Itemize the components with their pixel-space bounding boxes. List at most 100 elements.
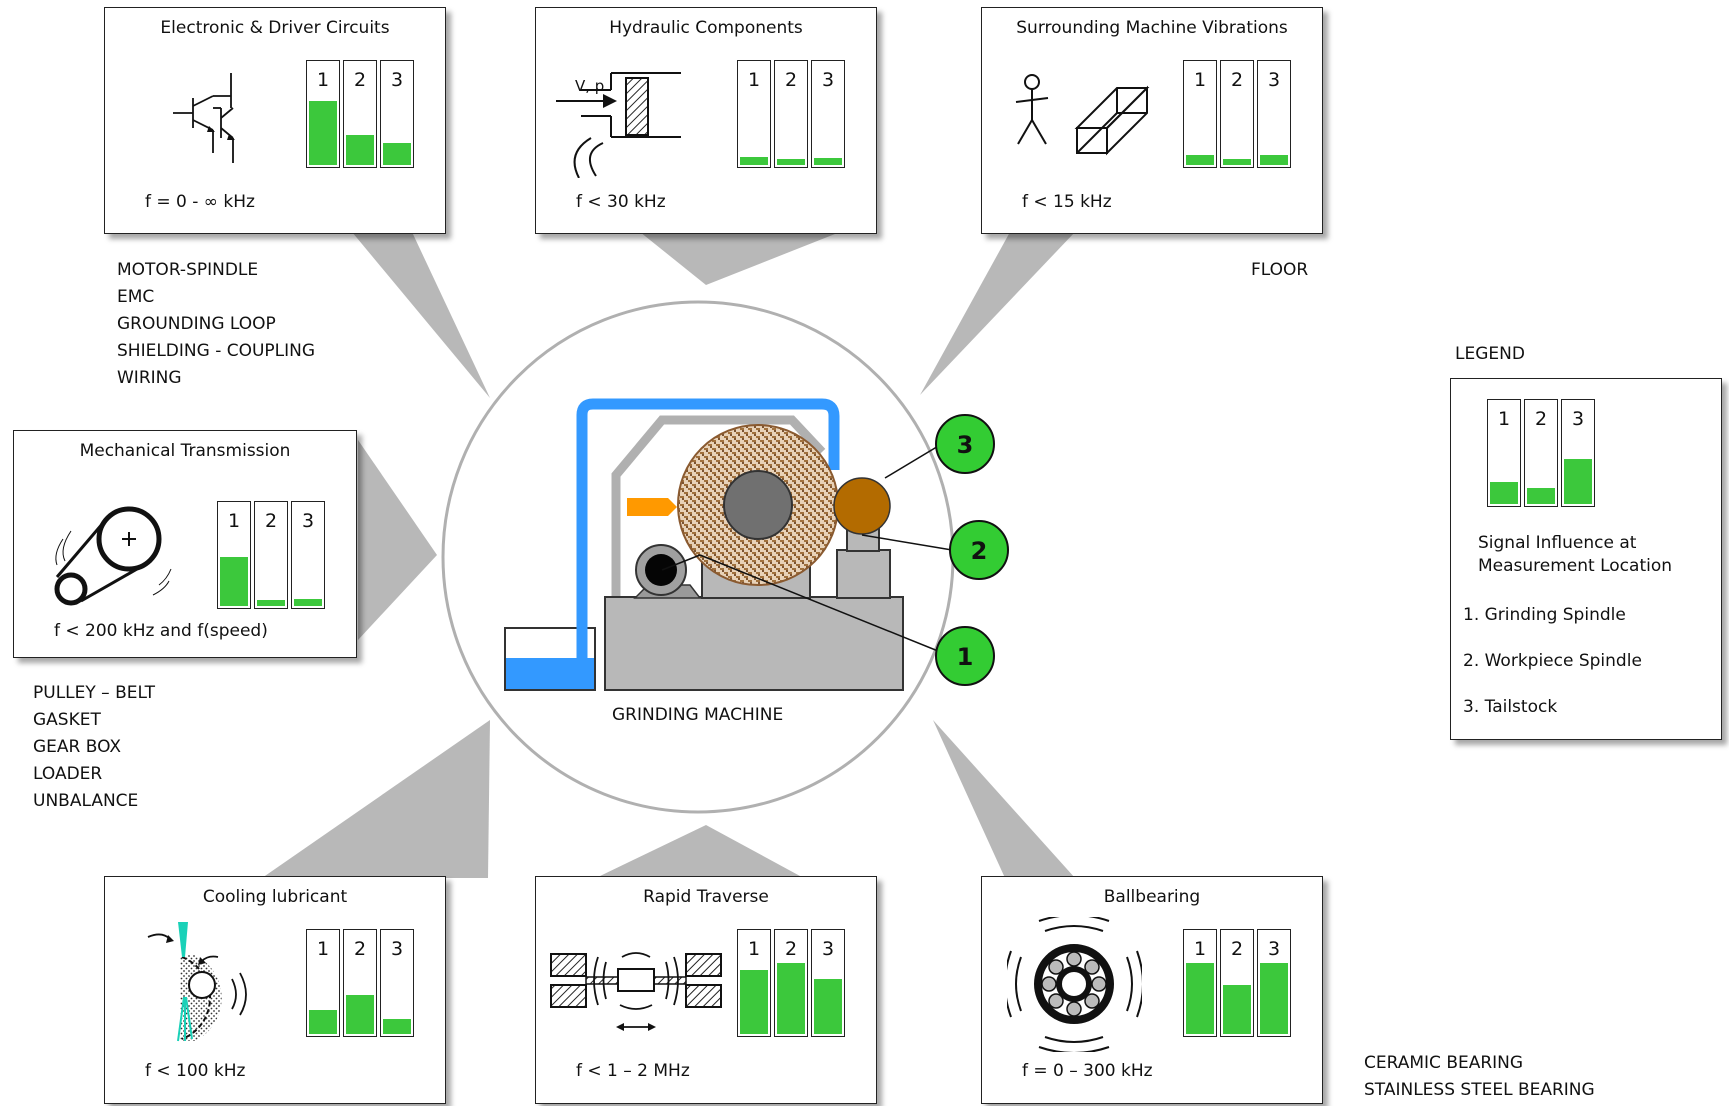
grinding-machine <box>504 398 953 691</box>
electronic-causes-list: MOTOR-SPINDLE EMC GROUNDING LOOP SHIELDI… <box>117 257 315 392</box>
coolant-tank <box>504 627 596 691</box>
wheel-hub <box>723 470 793 540</box>
list-item: STAINLESS STEEL BEARING <box>1364 1080 1595 1100</box>
list-item: SHIELDING - COUPLING <box>117 341 316 361</box>
signal-bars: 1 2 3 <box>1183 60 1291 168</box>
wedge-vibrations <box>920 232 1075 395</box>
bar-fill <box>346 135 374 165</box>
legend-bars: 1 2 3 <box>1487 399 1595 507</box>
coolant-nozzle <box>627 498 677 516</box>
bar-fill <box>814 978 842 1034</box>
svg-text:2: 2 <box>971 537 988 565</box>
box-rapid-traverse: Rapid Traverse 1 2 3 f < 1 – 2 MHz <box>535 876 877 1104</box>
bar-workpiece-spindle: 2 <box>343 60 377 168</box>
wedge-ballbearing <box>933 720 1075 878</box>
measurement-marker-2: 2 <box>949 520 1009 580</box>
box-mechanical-transmission: Mechanical Transmission 1 2 3 f < 200 kH… <box>13 430 357 658</box>
tailstock-body <box>836 549 891 599</box>
signal-bars: 1 2 3 <box>737 929 845 1037</box>
mechanical-causes-list: PULLEY – BELT GASKET GEAR BOX LOADER UNB… <box>33 680 155 815</box>
box-hydraulic-components: Hydraulic Components V, p 1 2 3 f < 30 k… <box>535 7 877 234</box>
legend-item-tailstock: 3. Tailstock <box>1463 697 1558 717</box>
bar-fill <box>257 599 285 606</box>
wheel-guard <box>611 415 826 602</box>
box-title: Electronic & Driver Circuits <box>160 18 390 38</box>
measurement-marker-1: 1 <box>935 626 995 686</box>
svg-text:3: 3 <box>957 431 974 459</box>
bar-tailstock: 3 <box>1561 399 1595 507</box>
box-cooling-lubricant: Cooling lubricant 1 2 3 f < 100 kHz <box>104 876 446 1104</box>
bar-workpiece-spindle: 2 <box>774 60 808 168</box>
hydraulic-cylinder-icon: V, p <box>556 72 681 178</box>
box-frequency: f = 0 – 300 kHz <box>1022 1061 1153 1081</box>
box-frequency: f = 0 - ∞ kHz <box>145 192 255 212</box>
list-item: UNBALANCE <box>33 791 139 811</box>
list-item: PULLEY – BELT <box>33 683 155 703</box>
legend-heading: LEGEND <box>1455 344 1525 364</box>
bar-fill <box>1186 962 1214 1034</box>
wedge-cooling <box>262 720 490 878</box>
machine-base <box>604 596 904 691</box>
bar-fill <box>1223 158 1251 165</box>
svg-text:1: 1 <box>957 643 974 671</box>
person-icon <box>1015 74 1049 145</box>
linear-axis-icon <box>550 952 722 1031</box>
bar-workpiece-spindle: 2 <box>774 929 808 1037</box>
list-item: MOTOR-SPINDLE <box>117 260 259 280</box>
box-frequency: f < 15 kHz <box>1022 192 1112 212</box>
tailstock-ball <box>833 477 891 535</box>
bar-fill <box>740 970 768 1034</box>
bar-tailstock: 3 <box>1257 60 1291 168</box>
list-item: GASKET <box>33 710 101 730</box>
bar-fill <box>1223 985 1251 1034</box>
wedge-traverse <box>600 825 800 876</box>
list-item: LOADER <box>33 764 103 784</box>
transistor-icon <box>173 73 235 163</box>
bar-fill <box>220 557 248 606</box>
bar-workpiece-spindle: 2 <box>1220 60 1254 168</box>
vibrations-causes-list: FLOOR <box>1251 257 1308 284</box>
ballbearing-icon <box>1007 917 1142 1052</box>
legend-box: 1 2 3 Signal Influence at Measurement Lo… <box>1450 378 1722 740</box>
box-title: Hydraulic Components <box>609 18 803 38</box>
signal-bars: 1 2 3 <box>1183 929 1291 1037</box>
wedge-mechanical <box>358 440 437 640</box>
bar-tailstock: 3 <box>811 60 845 168</box>
bar-grinding-spindle: 1 <box>1487 399 1521 507</box>
bar-fill <box>383 142 411 165</box>
box-title: Rapid Traverse <box>643 887 769 907</box>
machine-label: GRINDING MACHINE <box>612 705 784 725</box>
bar-fill <box>1490 481 1518 504</box>
bar-grinding-spindle: 1 <box>306 929 340 1037</box>
box-title: Mechanical Transmission <box>79 441 291 461</box>
bar-fill <box>309 1009 337 1034</box>
bar-grinding-spindle: 1 <box>737 929 771 1037</box>
signal-bars: 1 2 3 <box>306 60 414 168</box>
bar-fill <box>1260 962 1288 1034</box>
list-item: GEAR BOX <box>33 737 122 757</box>
box-surrounding-machine-vibrations: Surrounding Machine Vibrations 1 2 3 f <… <box>981 7 1323 234</box>
bar-fill <box>740 156 768 165</box>
bar-fill <box>777 158 805 165</box>
bar-workpiece-spindle: 2 <box>1524 399 1558 507</box>
box-ballbearing: Ballbearing 1 2 3 f = 0 – 300 kH <box>981 876 1323 1104</box>
bar-grinding-spindle: 1 <box>217 501 251 609</box>
box-frequency: f < 30 kHz <box>576 192 666 212</box>
legend-caption-line2: Measurement Location <box>1478 556 1673 576</box>
coolant-jet-icon <box>147 922 247 1042</box>
legend-item-workpiece-spindle: 2. Workpiece Spindle <box>1463 651 1642 671</box>
bar-workpiece-spindle: 2 <box>343 929 377 1037</box>
box-electronic-driver-circuits: Electronic & Driver Circuits 1 2 3 f = 0… <box>104 7 446 234</box>
bar-fill <box>1260 155 1288 165</box>
list-item: CERAMIC BEARING <box>1364 1053 1524 1073</box>
workpiece <box>645 554 677 586</box>
bar-fill <box>1186 155 1214 165</box>
box-title: Surrounding Machine Vibrations <box>1016 18 1288 38</box>
wedge-electronic <box>352 232 490 398</box>
bar-fill <box>1527 488 1555 504</box>
bar-grinding-spindle: 1 <box>737 60 771 168</box>
bar-tailstock: 3 <box>811 929 845 1037</box>
bar-workpiece-spindle: 2 <box>254 501 288 609</box>
coolant-pipe <box>576 398 840 662</box>
